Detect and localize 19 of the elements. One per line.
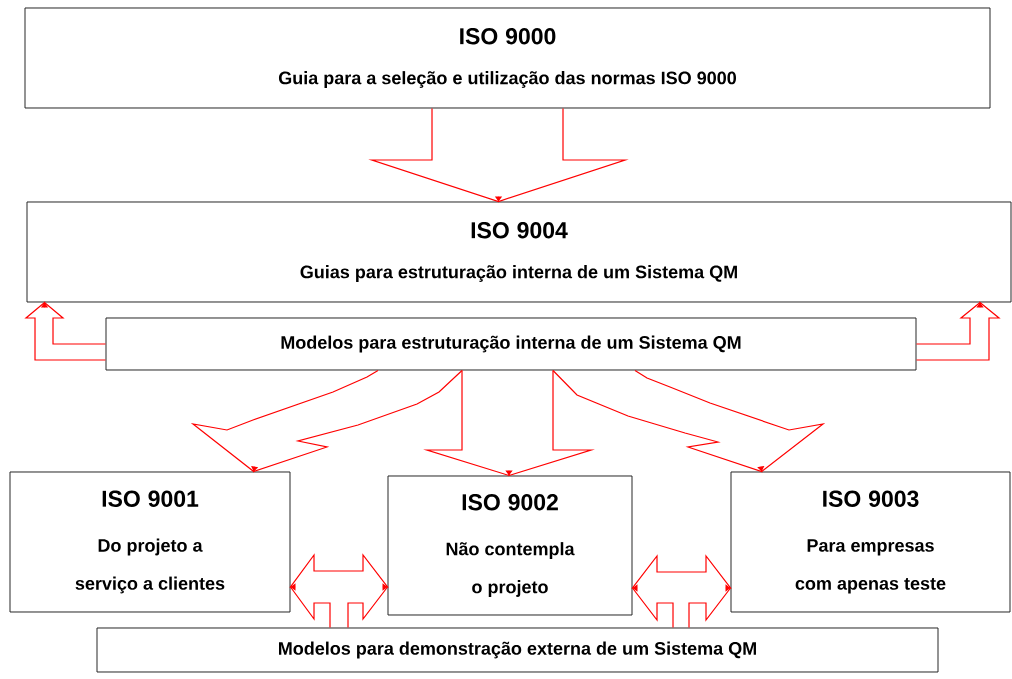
stem-line xyxy=(347,586,389,629)
stem-line xyxy=(289,586,331,629)
block-arrow xyxy=(368,107,629,203)
stem-line xyxy=(688,587,732,629)
banner-box: Modelos para estruturação interna de um Sistema QM xyxy=(105,317,917,371)
curved-arrow xyxy=(190,369,463,473)
bent-arrow xyxy=(24,301,107,361)
standard-box: ISO 9002 Não contempla o projeto xyxy=(387,475,633,616)
standard-box: ISO 9003 Para empresas com apenas teste xyxy=(730,471,1011,613)
standard-box: ISO 9004 Guias para estruturação interna de um Sistema QM xyxy=(26,201,1012,303)
curved-arrow xyxy=(552,369,826,473)
standard-box: ISO 9000 Guia para a seleção e utilização das normas ISO 9000 xyxy=(24,7,991,109)
stem-line xyxy=(631,587,674,629)
bent-arrow xyxy=(915,301,1001,361)
banner-box: Modelos para demonstração externa de um Sistema QM xyxy=(96,627,939,673)
standard-box: ISO 9001 Do projeto a serviço a clientes xyxy=(9,471,291,613)
double-arrow xyxy=(289,553,389,591)
double-arrow xyxy=(631,554,732,592)
block-arrow xyxy=(423,369,595,477)
